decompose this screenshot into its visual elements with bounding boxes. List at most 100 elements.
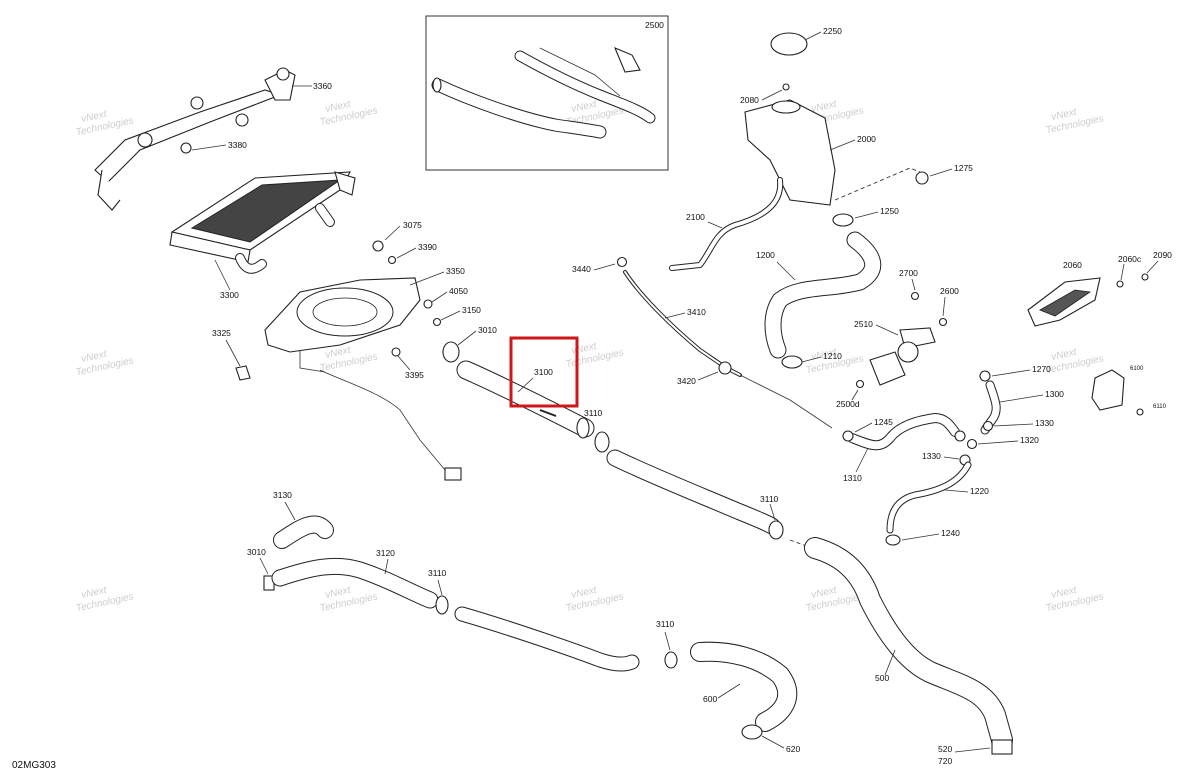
callout-2060: 2060 <box>1063 260 1082 270</box>
callout-3360: 3360 <box>313 81 332 91</box>
clamp-1270 <box>979 370 991 382</box>
pipe-mid <box>606 449 781 535</box>
inset-upper-pipe-fill <box>515 51 655 123</box>
callout-2250: 2250 <box>823 26 842 36</box>
callout-1220: 1220 <box>970 486 989 496</box>
callout-4050: 4050 <box>449 286 468 296</box>
callout-2060c: 2060c <box>1118 254 1142 264</box>
leader-1210 <box>801 356 822 363</box>
pipe-3120 <box>271 557 439 609</box>
inset-rod <box>539 47 621 97</box>
leader-4050 <box>431 291 448 303</box>
callout-3130: 3130 <box>273 490 292 500</box>
cap-3010 <box>442 341 460 363</box>
callout-500: 500 <box>875 673 889 683</box>
callout-2090: 2090 <box>1153 250 1172 260</box>
leader-2000 <box>829 139 856 151</box>
leader-1310 <box>855 447 869 473</box>
callout-3410: 3410 <box>687 307 706 317</box>
cap-1275 <box>915 171 929 185</box>
leader-3110-d <box>664 631 671 651</box>
callout-1210: 1210 <box>823 351 842 361</box>
callout-2080: 2080 <box>740 95 759 105</box>
clamp-3110-c <box>435 595 449 615</box>
leader-3010-bottom <box>259 557 269 575</box>
pipe-3100-end <box>576 417 590 439</box>
watermark-line1: vNext <box>80 109 108 125</box>
watermark-line1: vNext <box>570 585 598 601</box>
tank-neck <box>771 100 801 114</box>
dash-3110-500 <box>789 539 813 549</box>
pipe-3120-fill <box>272 558 438 608</box>
bracket-2060 <box>1027 273 1149 327</box>
callout-2510: 2510 <box>854 319 873 329</box>
fan-hub <box>312 297 378 327</box>
hose-1220-outline <box>886 461 972 534</box>
leader-1330-b <box>943 456 960 460</box>
mount-knob <box>276 67 290 81</box>
leader-1220 <box>944 489 969 493</box>
pipe-3100 <box>456 360 595 439</box>
callout-1275: 1275 <box>954 163 973 173</box>
bracket-bushing <box>137 132 153 148</box>
callout-1250: 1250 <box>880 206 899 216</box>
leader-3010-top <box>457 330 477 346</box>
callout-620: 620 <box>786 744 800 754</box>
callout-3110-b: 3110 <box>760 494 779 504</box>
leader-3075 <box>384 225 401 241</box>
callout-3395: 3395 <box>405 370 424 380</box>
callout-2500: 2500 <box>645 20 664 30</box>
bolt-2600 <box>938 317 948 327</box>
callout-1310: 1310 <box>843 473 862 483</box>
leader-1275 <box>929 168 953 177</box>
inset-frame <box>425 15 669 171</box>
callout-3420: 3420 <box>677 376 696 386</box>
leader-600 <box>717 683 741 699</box>
callout-6110: 6110 <box>1153 404 1167 410</box>
callout-3150: 3150 <box>462 305 481 315</box>
bracket-foot <box>97 169 121 211</box>
watermark-line1: vNext <box>570 99 598 115</box>
watermark-line1: vNext <box>810 585 838 601</box>
callout-1330-a: 1330 <box>1035 418 1054 428</box>
clamp-1210 <box>781 355 803 369</box>
fan-connector <box>444 467 462 481</box>
leader-2060c <box>1120 263 1125 281</box>
clip-3395 <box>391 347 401 357</box>
hose-1300-fill <box>981 381 1000 434</box>
clamp-620 <box>741 724 763 740</box>
elbow-3130 <box>273 515 334 549</box>
callout-520: 520 <box>938 744 952 754</box>
grommet-3380 <box>235 113 249 127</box>
hose-1220-fill <box>887 462 971 533</box>
radiator-inlet-fill <box>236 254 266 273</box>
grommet-3380-b <box>180 142 192 154</box>
hose-500 <box>804 537 1013 755</box>
callout-600: 600 <box>703 694 717 704</box>
watermark-line1: vNext <box>80 349 108 365</box>
overflow-line-3410 <box>616 256 833 429</box>
leader-3120 <box>384 558 389 575</box>
clamp-3110-b <box>768 520 784 540</box>
radiator-outlet-fill <box>316 204 334 226</box>
callout-1270: 1270 <box>1032 364 1051 374</box>
leader-3440 <box>593 263 616 271</box>
inset-2500 <box>425 15 669 171</box>
callout-1240: 1240 <box>941 528 960 538</box>
leader-2510 <box>875 324 899 336</box>
hose-1310 <box>842 413 966 451</box>
callout-3110-d: 3110 <box>656 619 675 629</box>
tee-3420 <box>718 361 732 375</box>
elbow-3130-fill <box>274 516 333 548</box>
watermark-line1: vNext <box>324 99 352 115</box>
callout-1330-b: 1330 <box>922 451 941 461</box>
leader-1300 <box>999 394 1044 403</box>
shroud-leg <box>299 350 326 373</box>
thermostat-valve <box>897 341 919 363</box>
leader-2600 <box>942 296 946 317</box>
hose-2100-fill <box>670 178 783 270</box>
callout-3010-top: 3010 <box>478 325 497 335</box>
hose-600-fill <box>691 642 797 731</box>
callout-3300: 3300 <box>220 290 239 300</box>
